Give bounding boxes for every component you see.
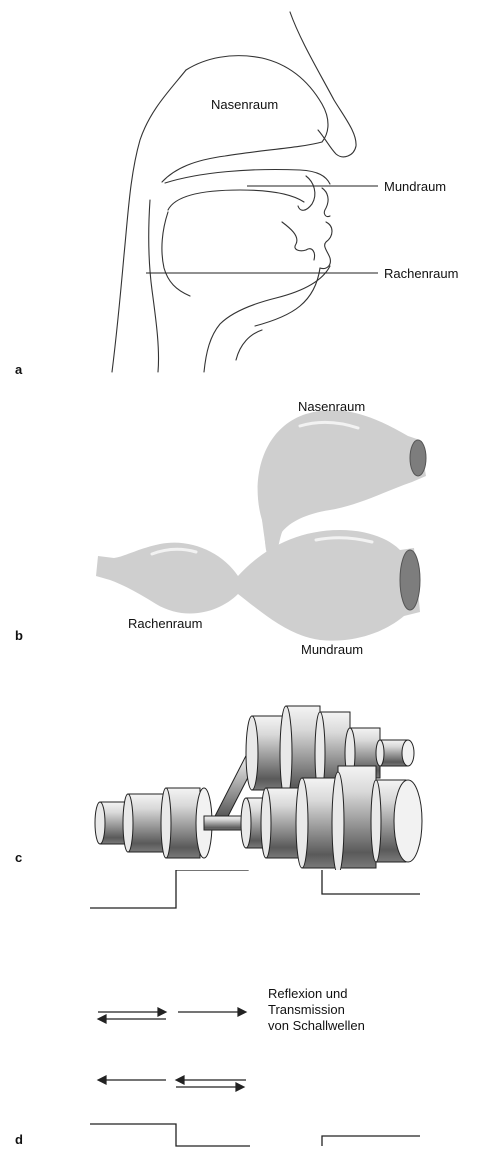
lower-profile <box>90 1124 250 1146</box>
neck-front <box>236 330 262 360</box>
face-profile <box>290 12 356 157</box>
transmission-caption: Reflexion und Transmission von Schallwel… <box>268 986 365 1034</box>
uvula <box>298 176 315 210</box>
label-nasenraum-a: Nasenraum <box>211 98 278 111</box>
tongue-body <box>162 212 190 296</box>
joint-tube <box>204 816 246 830</box>
throat-front <box>204 266 330 372</box>
panel-d: Reflexion und Transmission von Schallwel… <box>0 870 491 1151</box>
nasal-cavity-outline <box>162 56 328 182</box>
hard-palate <box>165 170 330 184</box>
panel-letter-d: d <box>15 1132 23 1147</box>
panel-letter-a: a <box>15 362 22 377</box>
panel-b: Nasenraum Rachenraum Mundraum b <box>0 380 491 670</box>
tongue-surface <box>168 190 304 210</box>
wave-transmission-diagram <box>0 870 491 1151</box>
label-rachenraum-b: Rachenraum <box>128 617 202 630</box>
lips <box>320 222 332 269</box>
label-nasenraum-b: Nasenraum <box>298 400 365 413</box>
lower-profile-right <box>322 1136 420 1146</box>
upper-profile <box>90 870 420 908</box>
chin <box>255 268 320 326</box>
caption-line-3: von Schallwellen <box>268 1018 365 1034</box>
panel-letter-c: c <box>15 850 22 865</box>
lower-jaw <box>282 222 315 260</box>
mouth-opening <box>400 550 420 610</box>
panel-c: c <box>0 670 491 870</box>
pharynx-wall <box>149 200 159 372</box>
panel-letter-b: b <box>15 628 23 643</box>
teeth-upper <box>322 188 330 217</box>
label-mundraum-a: Mundraum <box>384 180 446 193</box>
caption-line-2: Transmission <box>268 1002 365 1018</box>
left-cyl-2 <box>128 794 166 852</box>
tube-model <box>0 670 491 870</box>
resonator-model <box>0 380 491 670</box>
mouth-bulb <box>238 530 420 641</box>
nasal-opening <box>410 440 426 476</box>
throat-bulb <box>96 543 238 614</box>
label-rachenraum-a: Rachenraum <box>384 267 458 280</box>
caption-line-1: Reflexion und <box>268 986 365 1002</box>
panel-a: Nasenraum Mundraum Rachenraum a <box>0 0 491 380</box>
label-mundraum-b: Mundraum <box>301 643 363 656</box>
